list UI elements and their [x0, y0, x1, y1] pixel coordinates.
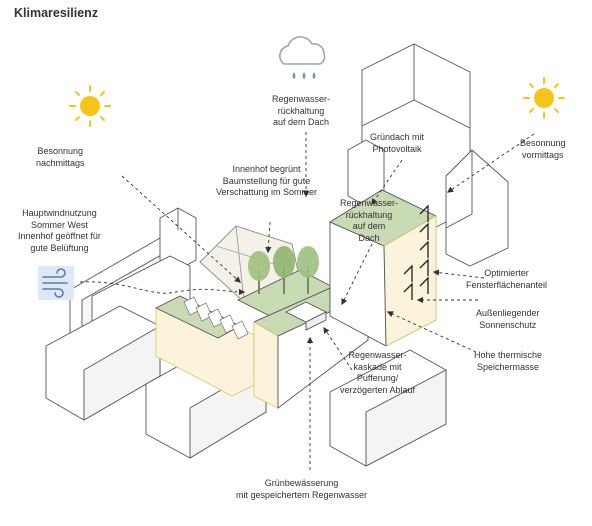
- label-shading: Außenliegender Sonnenschutz: [476, 308, 540, 330]
- label-wind: Hauptwindnutzung Sommer West Innenhof ge…: [18, 208, 101, 253]
- courtyard-trees: [248, 246, 319, 294]
- wind-icon: [38, 266, 74, 300]
- tree-icon: [273, 246, 295, 294]
- left-wing-shading-fins: [183, 296, 249, 340]
- label-thermal-mass: Hohe thermische Speichermasse: [474, 350, 543, 372]
- label-windows: Optimierter Fensterflächenanteil: [466, 268, 548, 290]
- sun-icon: [523, 77, 565, 119]
- label-rain-roof-2: Regenwasser- rückhaltung auf dem Dach: [340, 198, 399, 243]
- page-title: Klimaresilienz: [14, 6, 99, 20]
- label-irrigation: Grünbewässerung mit gespeichertem Regenw…: [236, 478, 368, 500]
- label-green-roof-pv: Gründach mit Photovoltaik: [370, 132, 425, 154]
- tree-icon: [297, 246, 319, 294]
- pv-shading-fins: [403, 204, 429, 300]
- label-rain-roof: Regenwasser- rückhaltung auf dem Dach: [272, 94, 331, 127]
- cloud-rain-icon: [279, 36, 326, 79]
- label-sun-afternoon: Besonnung nachmittags: [36, 146, 85, 168]
- annotation-arrows: [79, 132, 535, 470]
- sun-icon: [69, 85, 111, 127]
- context-gable-house: [445, 149, 509, 267]
- tree-icon: [248, 251, 270, 294]
- label-sun-morning: Besonnung vormittags: [520, 138, 566, 160]
- label-courtyard: Innenhof begrünt Baumstellung für gute V…: [216, 164, 318, 197]
- label-cascade: Regenwasser- kaskade mit Pufferung/ verz…: [340, 350, 416, 395]
